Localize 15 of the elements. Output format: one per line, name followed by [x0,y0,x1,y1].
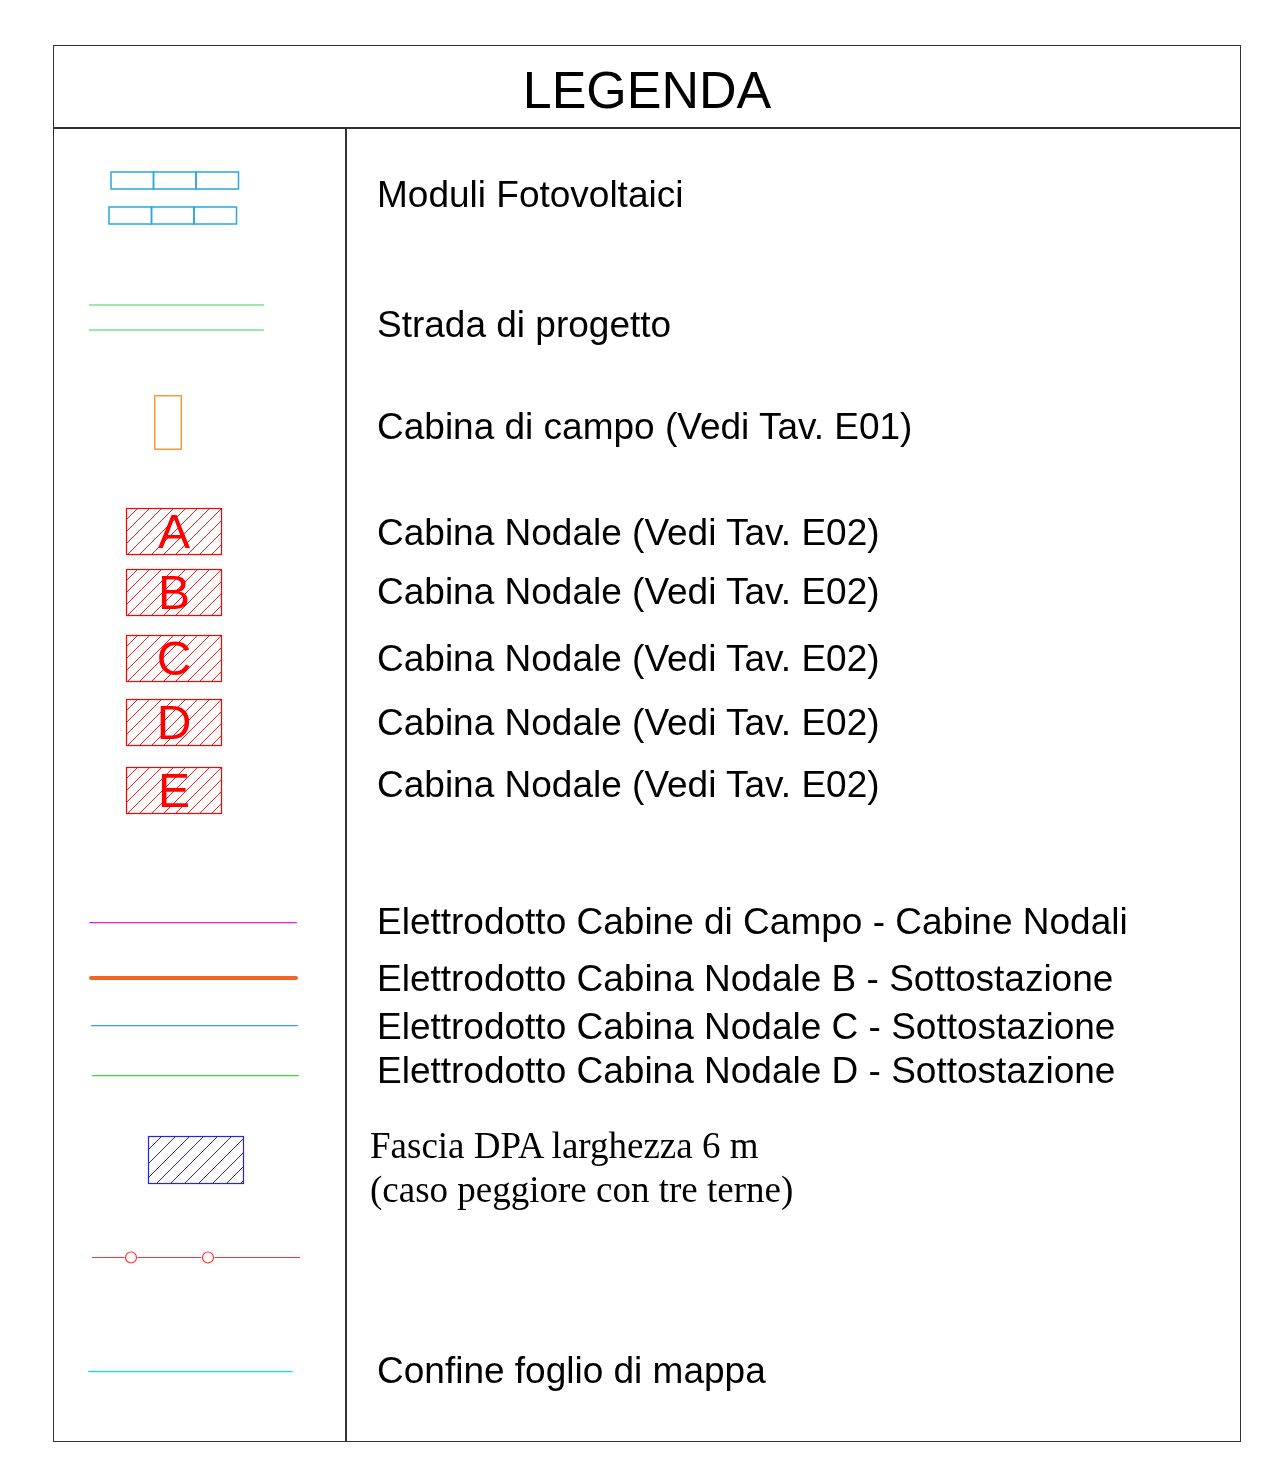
legend-text: Cabina Nodale (Vedi Tav. E02) [377,570,880,614]
legend-text: Elettrodotto Cabine di Campo - Cabine Nodali [377,900,1128,944]
legend-text: Cabina Nodale (Vedi Tav. E02) [377,701,880,745]
legend-text: Confine foglio di mappa [377,1349,766,1393]
legend-title: LEGENDA [521,60,773,121]
legend-text: Moduli Fotovoltaici [377,173,684,217]
legend-text: Strada di progetto [377,303,672,347]
legend-text: Elettrodotto Cabina Nodale B - Sottostazione [377,957,1114,1001]
legend-text: Fascia DPA larghezza 6 m (caso peggiore con tre terne) [370,1124,795,1212]
legend-text: Cabina Nodale (Vedi Tav. E02) [377,637,880,681]
legend-text: Cabina Nodale (Vedi Tav. E02) [377,511,880,555]
legend-text: Elettrodotto Cabina Nodale C - Sottostazione [377,1005,1116,1049]
legend-text: Elettrodotto Cabina Nodale D - Sottostazione [377,1049,1116,1093]
legend-text: Cabina di campo (Vedi Tav. E01) [377,405,913,449]
legend-text: Cabina Nodale (Vedi Tav. E02) [377,763,880,807]
